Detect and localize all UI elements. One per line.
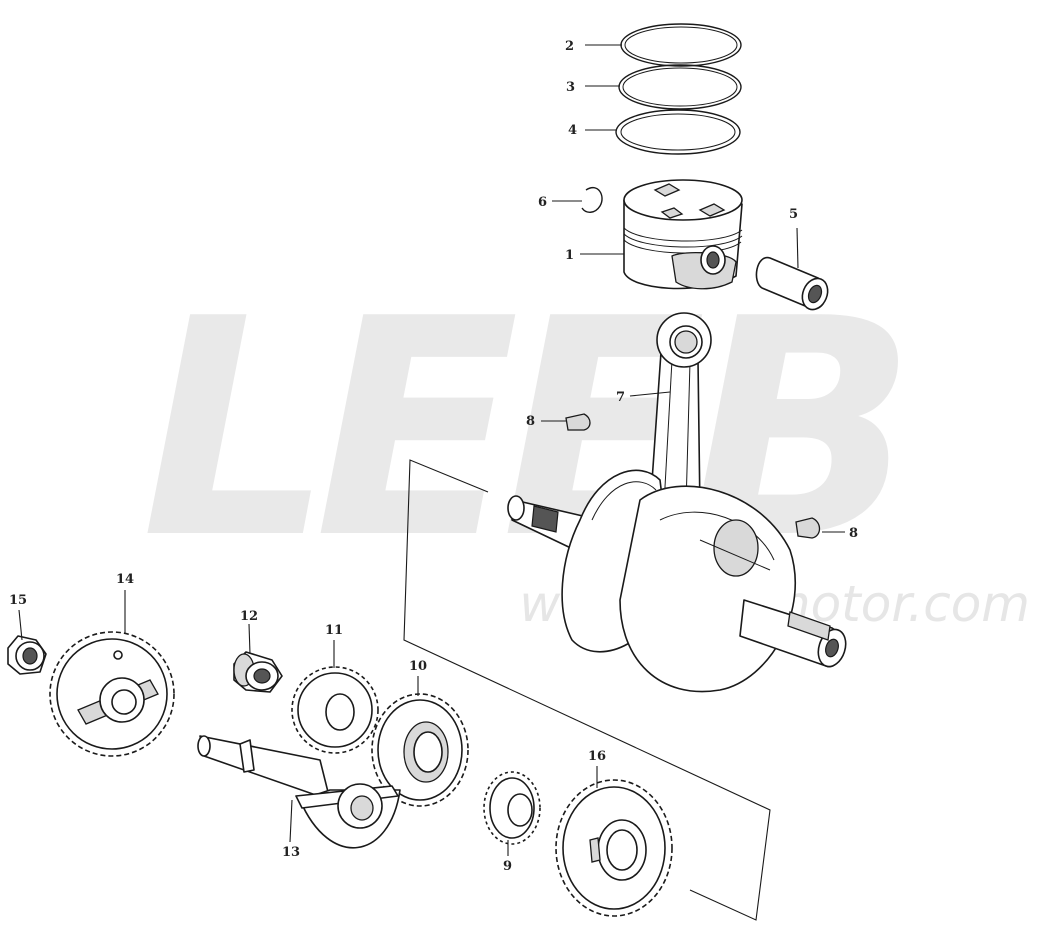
leader-7: [629, 391, 671, 397]
piston: [623, 179, 743, 290]
piston-ring-second: [618, 64, 742, 110]
callout-13: 13: [282, 845, 300, 860]
callout-16: 16: [588, 749, 606, 764]
callout-3: 3: [566, 80, 575, 95]
callout-6: 6: [538, 195, 547, 210]
piston-ring-top: [620, 23, 742, 67]
callout-2: 2: [565, 39, 574, 54]
brand-watermark: LEEB: [141, 255, 917, 604]
callout-11: 11: [325, 623, 343, 638]
leader-12: [248, 623, 251, 655]
balance-shaft: [197, 735, 401, 849]
assembly-bracket: [403, 459, 771, 921]
callout-1: 1: [565, 248, 574, 263]
gear-16: [555, 779, 673, 917]
leader-15: [18, 609, 23, 641]
woodruff-key-right: [795, 517, 821, 539]
callout-5: 5: [789, 207, 798, 222]
connecting-rod: [649, 312, 712, 513]
crankshaft: [507, 469, 847, 693]
oil-ring: [615, 109, 741, 155]
leader-13: [289, 799, 293, 843]
callout-8-right: 8: [849, 526, 858, 541]
callout-9: 9: [503, 859, 512, 874]
lock-nut: [233, 651, 283, 693]
circlip: [581, 187, 603, 213]
flange-nut: [7, 635, 47, 675]
timing-sprocket: [483, 771, 541, 845]
piston-pin: [755, 257, 829, 311]
gear-14: [49, 631, 175, 757]
woodruff-key-left: [565, 413, 591, 431]
callout-10: 10: [409, 659, 427, 674]
callout-8-left: 8: [526, 414, 535, 429]
callout-7: 7: [616, 390, 625, 405]
callout-14: 14: [116, 572, 134, 587]
callout-4: 4: [568, 123, 577, 138]
callout-15: 15: [9, 593, 27, 608]
leader-5: [796, 227, 799, 269]
callout-12: 12: [240, 609, 258, 624]
gear-11: [291, 666, 379, 754]
gear-10: [371, 693, 469, 807]
